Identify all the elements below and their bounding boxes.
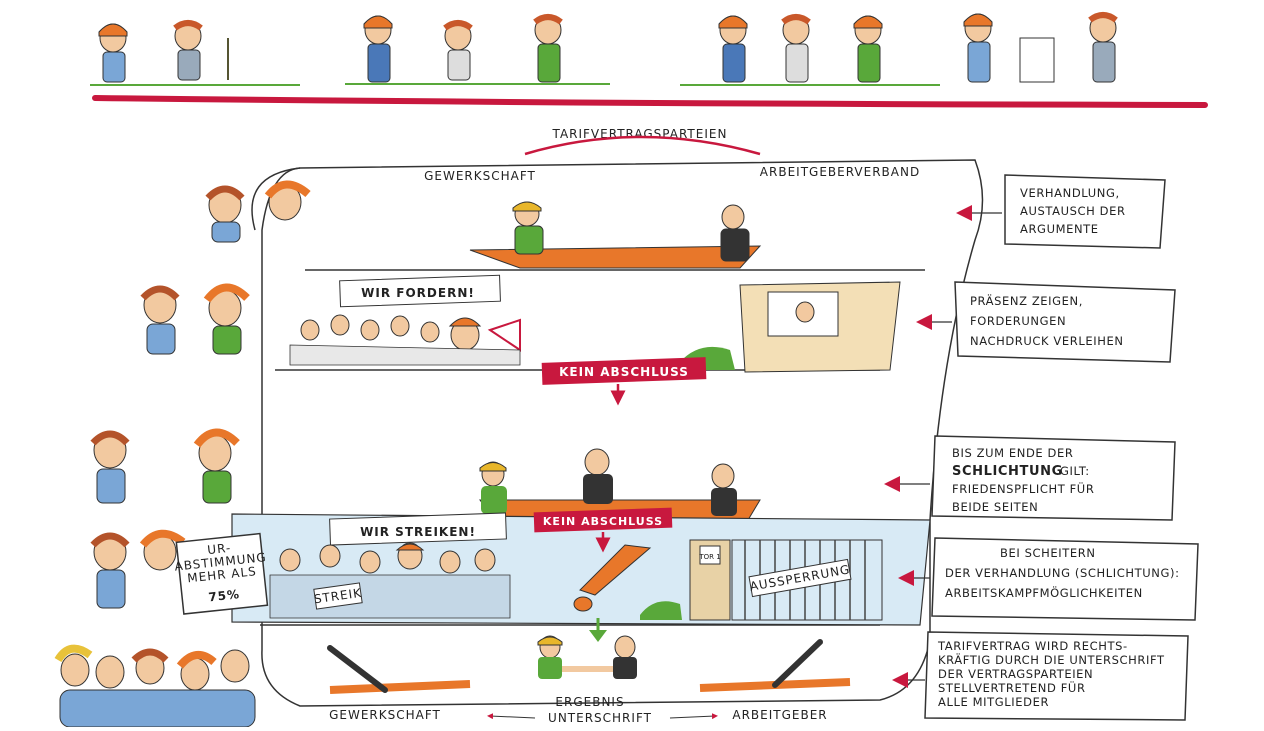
worker-figure — [1088, 12, 1118, 83]
worker-figure — [963, 13, 1055, 83]
note-box-3: BIS ZUM ENDE DER SCHLICHTUNG GILT: FRIED… — [884, 435, 1176, 521]
observer-pair — [90, 529, 186, 609]
note-4-line-2: DER VERHANDLUNG (SCHLICHTUNG): — [945, 566, 1180, 580]
union-rep — [479, 461, 507, 514]
observer-pair — [90, 428, 240, 504]
bottom-label-union: GEWERKSCHAFT — [329, 708, 441, 722]
rally-crowd — [289, 314, 521, 366]
arrow-left-icon — [892, 672, 908, 688]
note-4-line-3: ARBEITSKAMPFMÖGLICHKEITEN — [945, 584, 1143, 600]
top-divider-line — [92, 95, 1208, 108]
note-1-line-3: ARGUMENTE — [1020, 222, 1099, 236]
note-box-1: VERHANDLUNG, AUSTAUSCH DER ARGUMENTE — [956, 174, 1166, 249]
panel-demand: WIR FORDERN! KEIN ABSCHLUSS — [289, 274, 901, 406]
strike-banner: WIR STREIKEN! — [360, 525, 476, 539]
gate-sign: TOR 1 — [698, 553, 720, 561]
panel-signing: GEWERKSCHAFT ERGEBNIS UNTERSCHRIFT ARBEI… — [327, 635, 851, 725]
header-title: TARIFVERTRAGSPARTEIEN — [552, 127, 728, 141]
note-4-line-1: BEI SCHEITERN — [1000, 546, 1096, 560]
worker-figure — [853, 15, 883, 83]
note-3-line-1: BIS ZUM ENDE DER — [952, 446, 1073, 460]
worker-figure — [718, 15, 748, 83]
worker-figure — [533, 14, 563, 83]
strike-sign: STREIK — [313, 586, 363, 607]
office-window — [680, 281, 901, 373]
note-5-line-5: ALLE MITGLIEDER — [938, 695, 1049, 709]
worker-figure — [781, 14, 811, 83]
bottom-label-employer: ARBEITGEBER — [732, 708, 827, 722]
ballot-sign: UR- ABSTIMMUNG MEHR ALS 75% — [174, 532, 269, 615]
note-5-line-1: TARIFVERTRAG WIRD RECHTS- — [937, 639, 1128, 653]
no-deal-banner-1: KEIN ABSCHLUSS — [559, 365, 689, 379]
arbitrator — [583, 448, 613, 504]
note-1-line-2: AUSTAUSCH DER — [1020, 204, 1126, 218]
note-box-2: PRÄSENZ ZEIGEN, FORDERUNGEN NACHDRUCK VE… — [916, 281, 1176, 363]
note-3-bold-tail: GILT: — [1060, 464, 1090, 478]
crowd-bottom-left — [54, 644, 256, 728]
worker-figure — [443, 20, 473, 81]
note-5-line-2: KRÄFTIG DURCH DIE UNTERSCHRIFT — [938, 652, 1165, 667]
note-2-line-1: PRÄSENZ ZEIGEN, — [970, 293, 1083, 308]
note-box-5: TARIFVERTRAG WIRD RECHTS- KRÄFTIG DURCH … — [892, 631, 1189, 721]
observer-pair — [140, 283, 250, 355]
note-2-line-2: FORDERUNGEN — [970, 314, 1066, 328]
arrow-left-icon — [884, 476, 900, 492]
note-5-line-4: STELLVERTRETEND FÜR — [938, 679, 1086, 695]
note-3-line-4: BEIDE SEITEN — [952, 500, 1038, 514]
worker-figure — [363, 15, 393, 83]
arrow-left-icon — [916, 314, 932, 330]
top-figure-strip — [90, 12, 1208, 108]
note-1-line-1: VERHANDLUNG, — [1020, 186, 1120, 200]
bottom-label-signature: UNTERSCHRIFT — [548, 711, 652, 725]
worker-figure — [98, 23, 128, 83]
panel-negotiation: GEWERKSCHAFT ARBEITGEBERVERBAND — [424, 165, 920, 269]
party-employers-label: ARBEITGEBERVERBAND — [760, 165, 920, 179]
employer-rep — [711, 463, 737, 516]
no-deal-banner-2: KEIN ABSCHLUSS — [543, 515, 663, 528]
demand-banner: WIR FORDERN! — [361, 286, 475, 300]
note-3-line-3: FRIEDENSPFLICHT FÜR — [952, 480, 1094, 496]
note-box-4: BEI SCHEITERN DER VERHANDLUNG (SCHLICHTU… — [898, 537, 1199, 621]
note-2-line-3: NACHDRUCK VERLEIHEN — [970, 334, 1124, 348]
note-5-line-3: DER VERTRAGSPARTEIEN — [938, 667, 1093, 681]
panel-strike: WIR STREIKEN! KEIN ABSCHLUSS STREIK TOR … — [231, 507, 931, 642]
note-3-bold: SCHLICHTUNG — [952, 464, 1063, 479]
arrow-left-icon — [956, 205, 972, 221]
header-arc — [524, 135, 761, 156]
ballot-line-1: UR- — [207, 541, 232, 557]
arrow-left-icon — [898, 570, 914, 586]
employer-negotiator — [720, 204, 750, 262]
union-negotiator — [512, 201, 544, 255]
worker-figure — [173, 20, 229, 81]
strike-crowd: STREIK — [269, 542, 511, 619]
left-observers: UR- ABSTIMMUNG MEHR ALS 75% — [54, 180, 311, 728]
ballot-percent: 75% — [208, 587, 241, 604]
exclamation-mark — [573, 544, 652, 612]
handshake — [537, 635, 637, 679]
observer-pair — [205, 180, 311, 243]
party-union-label: GEWERKSCHAFT — [424, 169, 536, 183]
bottom-label-result: ERGEBNIS — [555, 695, 624, 709]
